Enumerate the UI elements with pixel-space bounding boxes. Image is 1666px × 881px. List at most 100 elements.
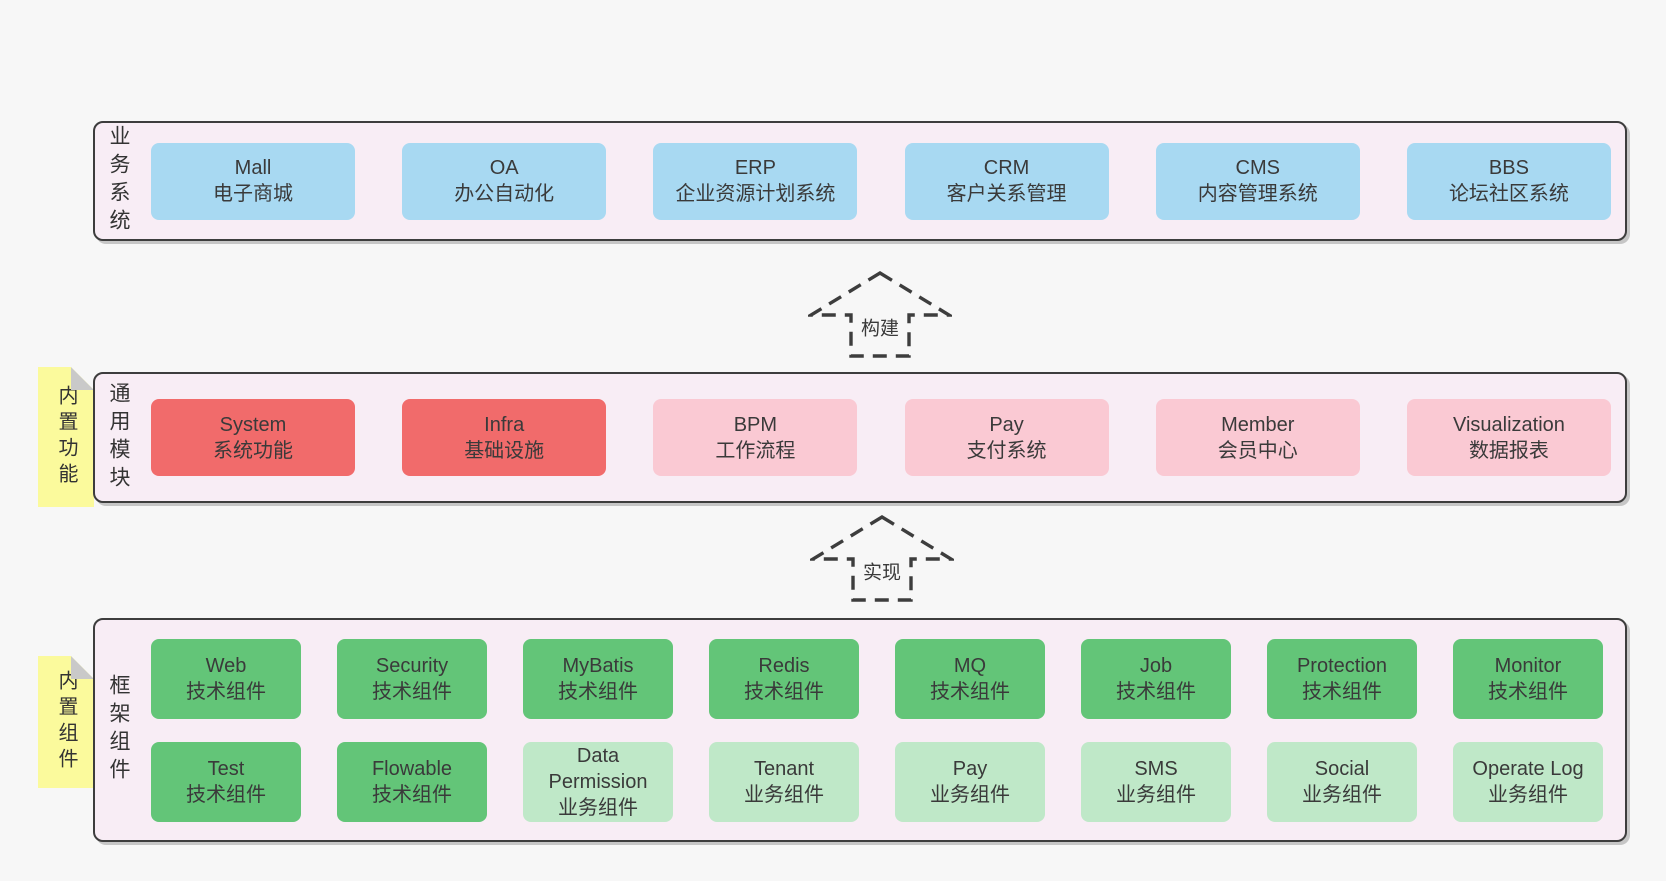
layer-common-modules: 通用模块 System 系统功能 Infra 基础设施 BPM 工作流程 Pay… bbox=[93, 372, 1627, 503]
box-title: Mall bbox=[234, 157, 272, 179]
box-title: CMS bbox=[1235, 157, 1280, 179]
box-bbs: BBS 论坛社区系统 bbox=[1406, 142, 1611, 220]
box-title: Social bbox=[1314, 757, 1370, 780]
box-job: Job 技术组件 bbox=[1081, 638, 1231, 719]
box-social: Social 业务组件 bbox=[1267, 741, 1417, 822]
box-subtitle: 技术组件 bbox=[1488, 680, 1568, 703]
arrow-build: 构建 bbox=[808, 270, 952, 360]
box-title: Infra bbox=[484, 413, 525, 436]
box-subtitle: 技术组件 bbox=[558, 680, 638, 703]
box-title: SMS bbox=[1134, 757, 1178, 780]
box-redis: Redis 技术组件 bbox=[709, 638, 859, 719]
box-title: Flowable bbox=[371, 757, 453, 780]
box-pay-business: Pay 业务组件 bbox=[895, 741, 1045, 822]
box-subtitle: 业务组件 bbox=[558, 796, 638, 819]
box-subtitle: 技术组件 bbox=[744, 680, 824, 703]
layer-label-common-modules: 通用模块 bbox=[107, 381, 130, 494]
up-arrow-icon bbox=[810, 515, 954, 602]
sticky-note-text: 内置组件 bbox=[55, 670, 77, 774]
box-title: Job bbox=[1139, 654, 1173, 677]
box-oa: OA 办公自动化 bbox=[402, 142, 607, 220]
sticky-note-built-in-components: 内置组件 bbox=[38, 656, 94, 788]
box-title: BBS bbox=[1488, 157, 1529, 179]
box-subtitle: 工作流程 bbox=[715, 439, 796, 462]
box-subtitle: 基础设施 bbox=[464, 439, 545, 462]
arrow-implement: 实现 bbox=[810, 514, 954, 604]
box-subtitle: 客户关系管理 bbox=[946, 183, 1067, 205]
layer-label-business-systems: 业务系统 bbox=[107, 125, 130, 237]
box-title: Pay bbox=[952, 757, 988, 780]
components-row-1: Web 技术组件 Security 技术组件 MyBatis 技术组件 Redi… bbox=[151, 638, 1603, 719]
box-erp: ERP 企业资源计划系统 bbox=[653, 142, 858, 220]
box-monitor: Monitor 技术组件 bbox=[1453, 638, 1603, 719]
box-title: System bbox=[219, 413, 287, 436]
box-subtitle: 系统功能 bbox=[213, 439, 293, 462]
box-data-permission: Data Permission 业务组件 bbox=[523, 741, 673, 822]
box-mall: Mall 电子商城 bbox=[151, 142, 355, 220]
box-tenant: Tenant 业务组件 bbox=[709, 741, 859, 822]
framework-components-grid: Web 技术组件 Security 技术组件 MyBatis 技术组件 Redi… bbox=[151, 638, 1603, 822]
box-member: Member 会员中心 bbox=[1155, 399, 1360, 476]
folded-corner-icon bbox=[71, 656, 94, 679]
box-subtitle: 技术组件 bbox=[372, 783, 452, 806]
box-flowable: Flowable 技术组件 bbox=[337, 741, 487, 822]
box-title: Operate Log bbox=[1472, 757, 1584, 780]
box-cms: CMS 内容管理系统 bbox=[1155, 142, 1360, 220]
box-title: Member bbox=[1221, 413, 1295, 436]
box-subtitle: 技术组件 bbox=[186, 680, 266, 703]
box-bpm: BPM 工作流程 bbox=[653, 399, 858, 476]
box-title: Pay bbox=[989, 413, 1024, 436]
box-subtitle: 会员中心 bbox=[1217, 439, 1298, 462]
box-subtitle: 技术组件 bbox=[372, 680, 452, 703]
box-title: MyBatis bbox=[562, 654, 634, 677]
box-subtitle: 业务组件 bbox=[1116, 783, 1196, 806]
business-systems-row: Mall 电子商城 OA 办公自动化 ERP 企业资源计划系统 CRM 客户关系… bbox=[151, 142, 1611, 220]
box-subtitle: 业务组件 bbox=[744, 783, 824, 806]
box-title: Protection bbox=[1296, 654, 1388, 677]
box-subtitle: 技术组件 bbox=[1116, 680, 1196, 703]
common-modules-row: System 系统功能 Infra 基础设施 BPM 工作流程 Pay 支付系统… bbox=[151, 399, 1611, 476]
box-title: Tenant bbox=[753, 757, 815, 780]
box-title: ERP bbox=[734, 157, 776, 179]
sticky-note-built-in-features: 内置功能 bbox=[38, 367, 94, 507]
up-arrow-icon bbox=[808, 271, 952, 358]
box-web: Web 技术组件 bbox=[151, 638, 301, 719]
box-title: CRM bbox=[983, 157, 1030, 179]
box-infra: Infra 基础设施 bbox=[402, 399, 607, 476]
box-title: MQ bbox=[953, 654, 987, 677]
box-subtitle: 办公自动化 bbox=[454, 183, 555, 205]
box-visualization: Visualization 数据报表 bbox=[1406, 399, 1611, 476]
box-subtitle: 业务组件 bbox=[930, 783, 1010, 806]
box-subtitle: 业务组件 bbox=[1488, 783, 1568, 806]
box-system: System 系统功能 bbox=[151, 399, 355, 476]
layer-framework-components: 框架组件 Web 技术组件 Security 技术组件 MyBatis 技术组件… bbox=[93, 618, 1627, 842]
box-title: OA bbox=[489, 157, 519, 179]
box-subtitle: 内容管理系统 bbox=[1197, 183, 1318, 205]
box-title: Visualization bbox=[1452, 413, 1565, 436]
arrow-label-implement: 实现 bbox=[859, 556, 905, 586]
box-mybatis: MyBatis 技术组件 bbox=[523, 638, 673, 719]
box-subtitle: 电子商城 bbox=[213, 183, 293, 205]
box-protection: Protection 技术组件 bbox=[1267, 638, 1417, 719]
box-title: Data Permission bbox=[548, 744, 648, 793]
box-test: Test 技术组件 bbox=[151, 741, 301, 822]
layer-business-systems: 业务系统 Mall 电子商城 OA 办公自动化 ERP 企业资源计划系统 CRM… bbox=[93, 121, 1627, 241]
box-sms: SMS 业务组件 bbox=[1081, 741, 1231, 822]
box-security: Security 技术组件 bbox=[337, 638, 487, 719]
box-operate-log: Operate Log 业务组件 bbox=[1453, 741, 1603, 822]
box-title: Redis bbox=[758, 654, 810, 677]
box-subtitle: 技术组件 bbox=[1302, 680, 1382, 703]
sticky-note-text: 内置功能 bbox=[55, 385, 77, 489]
folded-corner-icon bbox=[71, 367, 94, 390]
box-subtitle: 技术组件 bbox=[186, 783, 266, 806]
box-pay: Pay 支付系统 bbox=[904, 399, 1109, 476]
box-subtitle: 论坛社区系统 bbox=[1448, 183, 1569, 205]
arrow-label-build: 构建 bbox=[857, 312, 903, 342]
box-mq: MQ 技术组件 bbox=[895, 638, 1045, 719]
box-title: Monitor bbox=[1494, 654, 1562, 677]
box-subtitle: 企业资源计划系统 bbox=[675, 183, 836, 205]
box-title: Web bbox=[205, 654, 247, 677]
box-title: Test bbox=[207, 757, 245, 780]
box-subtitle: 支付系统 bbox=[966, 439, 1047, 462]
